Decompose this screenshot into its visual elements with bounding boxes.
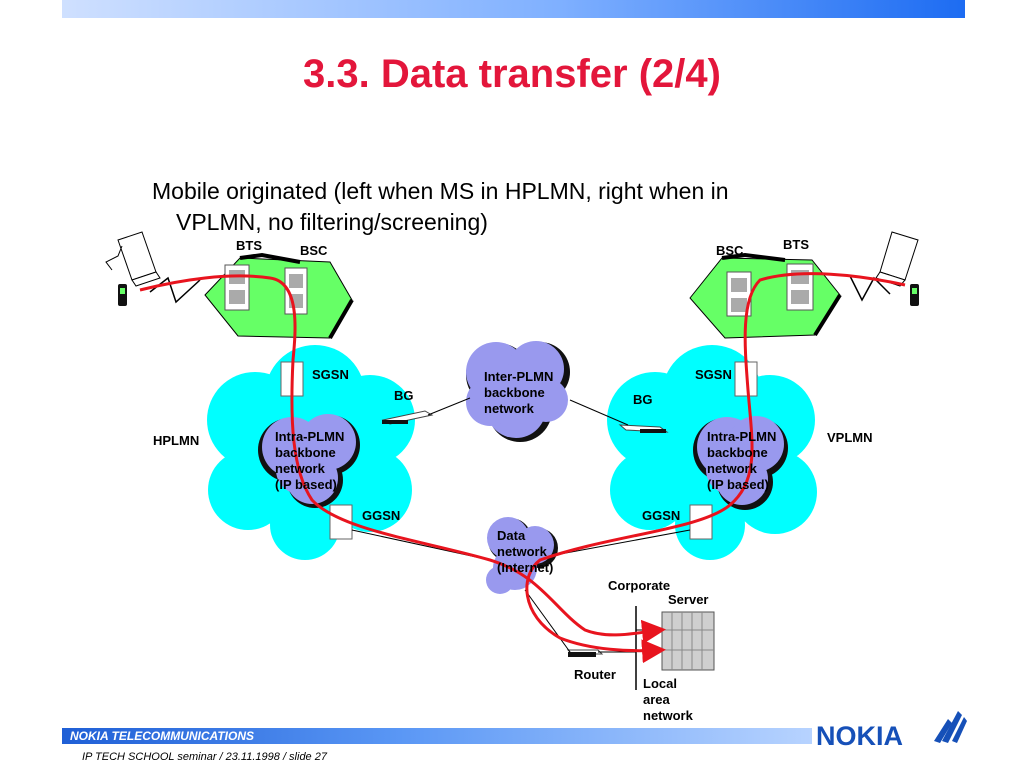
right-backbone-line-4: (IP based) [707,477,769,492]
data-network-line-1: Data [497,528,526,543]
server-label: Server [668,592,708,607]
right-bss-area [689,252,842,339]
right-bsc-label: BSC [716,243,744,258]
left-bsc-icon [284,267,308,315]
inter-plmn-line-1: Inter-PLMN [484,369,553,384]
right-bg-label: BG [633,392,653,407]
left-bts-icon [224,264,250,311]
hplmn-intra-backbone-cloud [258,414,360,508]
data-network-cloud [486,517,558,594]
link-bg-inter-right [569,399,629,426]
slide-title: 3.3. Data transfer (2/4) [303,52,721,96]
vplmn-label: VPLMN [827,430,873,445]
footer-company: NOKIA TELECOMMUNICATIONS [70,729,254,743]
vplmn-intra-backbone-cloud [693,416,788,510]
right-radio-link-icon [849,275,891,302]
right-laptop-icon [875,231,919,287]
right-sgsn-label: SGSN [695,367,732,382]
left-sgsn-label: SGSN [312,367,349,382]
right-backbone-line-2: backbone [707,445,768,460]
left-bg-label: BG [394,388,414,403]
left-ggsn-label: GGSN [362,508,400,523]
data-paths [139,272,906,664]
data-network-line-3: (Internet) [497,560,553,575]
hplmn-data-path [139,274,666,644]
link-bg-inter-left [427,397,471,416]
slide-subtitle: Mobile originated (left when MS in HPLMN… [152,176,892,238]
link-data-router [524,589,571,653]
left-backbone-line-3: network [275,461,326,476]
lan-line-3: network [643,708,694,723]
left-cable [105,245,123,271]
left-backbone-line-4: (IP based) [275,477,337,492]
lan-line-2: area [643,692,671,707]
left-bg-icon [381,410,434,425]
corporate-label: Corporate [608,578,670,593]
inter-plmn-line-3: network [484,401,535,416]
data-network-line-2: network [497,544,548,559]
vplmn-data-path [525,272,906,664]
router-label: Router [574,667,616,682]
subtitle-line-2: VPLMN, no filtering/screening) [176,209,488,235]
nokia-logo-waves-icon [934,711,967,743]
inter-plmn-cloud [466,341,570,442]
footer-seminar-info: IP TECH SCHOOL seminar / 23.11.1998 / sl… [82,751,327,763]
left-laptop-icon [117,231,161,287]
inter-plmn-line-2: backbone [484,385,545,400]
right-phone-icon [910,284,919,306]
right-backbone-line-1: Intra-PLMN [707,429,776,444]
right-bts-icon [786,263,814,311]
left-backbone-line-1: Intra-PLMN [275,429,344,444]
right-bts-label: BTS [783,237,809,252]
lan-line-1: Local [643,676,677,691]
top-decoration-bar [62,0,965,18]
right-ggsn-label: GGSN [642,508,680,523]
left-backbone-line-2: backbone [275,445,336,460]
right-bg-icon [618,424,669,433]
corporate-server-icon [661,611,715,671]
router-icon [566,649,604,657]
svg-text:NOKIA: NOKIA [816,721,903,749]
left-phone-icon [118,284,127,306]
subtitle-line-1: Mobile originated (left when MS in HPLMN… [152,178,729,204]
link-ggsn-data-right [554,529,691,556]
hplmn-label: HPLMN [153,433,199,448]
footer-bar [62,728,812,744]
left-bts-label: BTS [236,238,262,253]
right-backbone-line-3: network [707,461,758,476]
left-bsc-label: BSC [300,243,328,258]
nokia-logo: NOKIA [816,711,967,749]
